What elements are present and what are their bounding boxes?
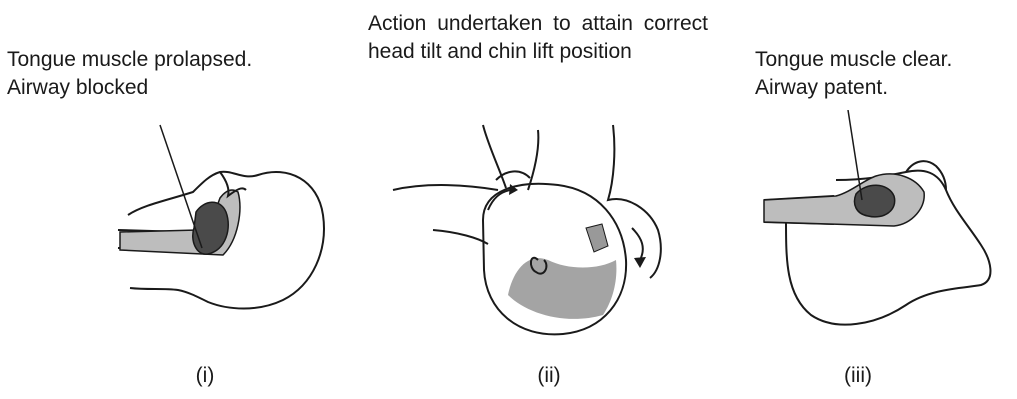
lift-arrow bbox=[632, 228, 643, 260]
figure-label: (i) bbox=[180, 364, 230, 388]
shoulder-outline bbox=[433, 230, 488, 244]
lift-arrow-head bbox=[634, 257, 646, 268]
pointer-line bbox=[160, 125, 202, 248]
finger-shading bbox=[586, 224, 608, 252]
head-tilt-chin-lift-illustration bbox=[388, 120, 698, 345]
figure-label: (iii) bbox=[828, 364, 888, 388]
caption-patent-airway: Tongue muscle clear. Airway patent. bbox=[755, 46, 1017, 102]
figure-panel-ii: Action undertaken to attain correct head… bbox=[340, 0, 740, 399]
shoulder-outline bbox=[393, 185, 498, 190]
hair-shading bbox=[508, 258, 616, 319]
airway-tissue bbox=[764, 174, 924, 226]
figure-panel-iii: Tongue muscle clear. Airway patent. (iii… bbox=[740, 0, 1017, 399]
caption-blocked-airway: Tongue muscle prolapsed. Airway blocked bbox=[7, 46, 337, 102]
caption-head-tilt-action: Action undertaken to attain correct head… bbox=[368, 10, 708, 66]
figure-label: (ii) bbox=[524, 364, 574, 388]
hand-chin bbox=[608, 125, 661, 278]
head-profile-illustration-blocked bbox=[108, 120, 338, 315]
hand-forehead bbox=[483, 125, 538, 190]
figure-panel-i: Tongue muscle prolapsed. Airway blocked … bbox=[0, 0, 340, 399]
head-profile-illustration-patent bbox=[756, 110, 1006, 335]
